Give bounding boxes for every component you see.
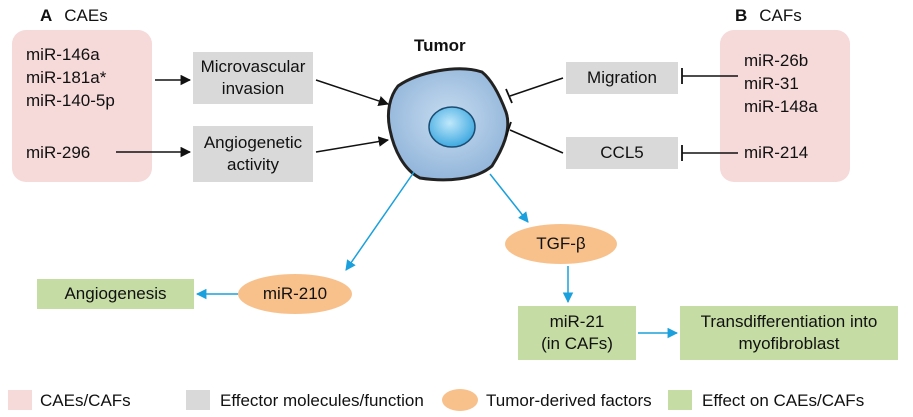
arrow-angiogenetic-to-tumor xyxy=(315,136,390,153)
tumor-cell xyxy=(386,67,510,182)
inhibit-cafs-to-migration xyxy=(681,68,738,84)
mir-148a-label: miR-148a xyxy=(744,97,818,116)
mir-21-line-1: miR-21 xyxy=(549,312,605,331)
legend-label-effect: Effect on CAEs/CAFs xyxy=(702,391,865,410)
mir-210-oval: miR-210 xyxy=(238,274,352,314)
mir-181a-label: miR-181a* xyxy=(26,68,107,87)
legend-label-effector: Effector molecules/function xyxy=(220,391,424,410)
caes-group-box: miR-146a miR-181a* miR-140-5p miR-296 xyxy=(12,30,152,182)
angiogenetic-line-2: activity xyxy=(227,155,279,174)
inhibit-migration-to-tumor xyxy=(505,77,564,104)
inhibit-ccl5-to-tumor xyxy=(505,121,564,154)
legend-swatch-tumor-factors xyxy=(442,389,478,411)
inhibit-mir214-to-ccl5 xyxy=(681,145,738,161)
panel-a-letter: A xyxy=(40,6,53,25)
tumor-nucleus xyxy=(428,106,476,148)
angiogenetic-activity-box: Angiogenetic activity xyxy=(193,126,313,182)
mir-146a-label: miR-146a xyxy=(26,45,100,64)
migration-label: Migration xyxy=(587,68,657,87)
arrow-tumor-to-mir210 xyxy=(345,171,415,271)
legend-swatch-caes-cafs xyxy=(8,390,32,410)
microvascular-line-1: Microvascular xyxy=(200,57,306,76)
mir-140-5p-label: miR-140-5p xyxy=(26,91,115,110)
ccl5-label: CCL5 xyxy=(600,143,644,162)
tumor-label: Tumor xyxy=(414,36,466,55)
angiogenetic-line-1: Angiogenetic xyxy=(203,133,303,152)
legend-label-tumor-factors: Tumor-derived factors xyxy=(486,391,652,410)
legend-label-caes-cafs: CAEs/CAFs xyxy=(40,391,131,410)
panel-a-name: CAEs xyxy=(64,6,108,25)
tgf-beta-label: TGF-β xyxy=(536,234,586,253)
microvascular-invasion-box: Microvascular invasion xyxy=(193,52,313,104)
tgf-beta-oval: TGF-β xyxy=(505,224,617,264)
arrow-tumor-to-tgf xyxy=(489,173,529,223)
cafs-group-box: miR-26b miR-31 miR-148a miR-214 xyxy=(720,30,850,182)
arrow-microvascular-to-tumor xyxy=(315,79,389,106)
mir-21-line-2: (in CAFs) xyxy=(541,334,613,353)
mir-26b-label: miR-26b xyxy=(744,51,809,70)
panel-b-letter: B xyxy=(735,6,748,25)
mir-214-label: miR-214 xyxy=(744,143,809,162)
mir-296-label: miR-296 xyxy=(26,143,91,162)
angiogenesis-box: Angiogenesis xyxy=(37,279,194,309)
microvascular-line-2: invasion xyxy=(221,79,285,98)
panel-b-name: CAFs xyxy=(759,6,802,25)
mir-210-label: miR-210 xyxy=(262,284,328,303)
ccl5-box: CCL5 xyxy=(566,137,678,169)
mir-31-label: miR-31 xyxy=(744,74,799,93)
angiogenesis-label: Angiogenesis xyxy=(64,284,167,303)
transdiff-line-2: myofibroblast xyxy=(738,334,840,353)
panel-b-label: B CAFs xyxy=(735,6,802,26)
transdiff-line-1: Transdifferentiation into xyxy=(700,312,878,331)
mir-21-box: miR-21 (in CAFs) xyxy=(518,306,636,360)
transdifferentiation-box: Transdifferentiation into myofibroblast xyxy=(680,306,898,360)
legend-swatch-effect xyxy=(668,390,692,410)
migration-box: Migration xyxy=(566,62,678,94)
panel-a-label: A CAEs xyxy=(40,6,108,26)
legend-swatch-effector xyxy=(186,390,210,410)
